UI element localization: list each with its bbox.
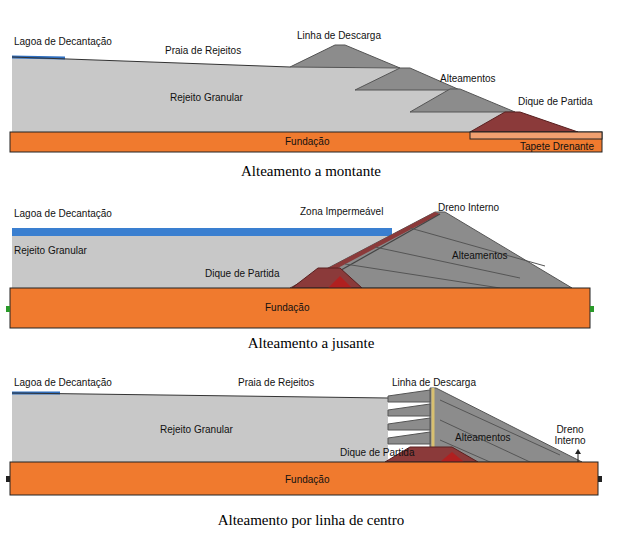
part-label: Lagoa de Decantação [14, 208, 112, 219]
part-label: Rejeito Granular [170, 92, 243, 103]
section-caption: Alteamento por linha de centro [218, 512, 405, 529]
upstream-section [10, 45, 602, 152]
centerline-section [6, 388, 602, 495]
part-label: Rejeito Granular [160, 424, 233, 435]
section-caption: Alteamento a montante [241, 163, 381, 180]
part-label: Dreno Interno [548, 424, 592, 446]
part-label: Alteamentos [452, 250, 508, 261]
part-label: Dique de Partida [518, 96, 593, 107]
part-label: Fundação [285, 136, 329, 147]
part-label: Tapete Drenante [520, 141, 594, 152]
part-label: Dique de Partida [205, 268, 280, 279]
part-label: Praia de Rejeitos [165, 45, 241, 56]
part-label: Praia de Rejeitos [238, 377, 314, 388]
part-label: Lagoa de Decantação [14, 377, 112, 388]
part-label: Zona Impermeável [300, 206, 383, 217]
section-caption: Alteamento a jusante [248, 335, 375, 352]
part-label: Fundação [285, 474, 329, 485]
part-label: Alteamentos [440, 73, 496, 84]
part-label: Dreno Interno [438, 202, 499, 213]
part-label: Linha de Descarga [392, 377, 476, 388]
part-label: Dique de Partida [340, 447, 415, 458]
part-label: Rejeito Granular [14, 245, 87, 256]
downstream-section [6, 212, 594, 328]
part-label: Lagoa de Decantação [14, 36, 112, 47]
part-label: Fundação [265, 302, 309, 313]
part-label: Linha de Descarga [297, 30, 381, 41]
part-label: Alteamentos [455, 432, 511, 443]
